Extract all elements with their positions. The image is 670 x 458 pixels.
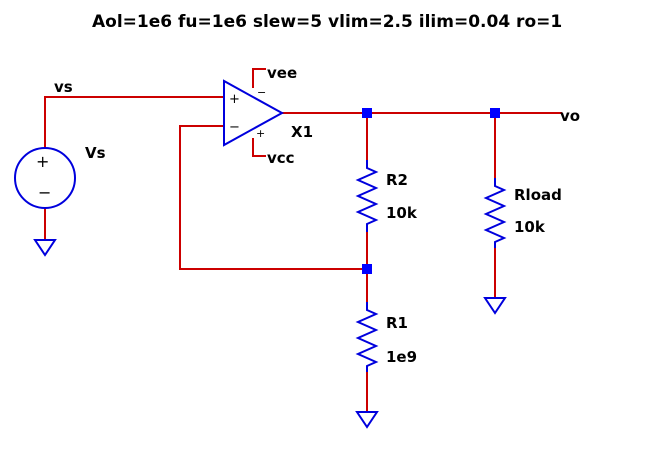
resistor-r2-name: R2 — [386, 171, 408, 189]
wires — [44, 68, 562, 412]
voltage-source-circle — [14, 147, 76, 209]
source-plus-sign: + — [36, 152, 49, 171]
resistor-r2[interactable]: R2 10k — [355, 160, 418, 232]
ground-rload — [483, 297, 507, 315]
opamp-triangle — [223, 79, 285, 147]
ground-icon — [483, 297, 507, 315]
resistor-rload-value: 10k — [514, 218, 546, 236]
resistor-r1[interactable]: R1 1e9 — [355, 302, 417, 372]
junction-load-node[interactable] — [490, 108, 500, 118]
ground-icon — [355, 411, 379, 429]
opamp-plus-input-sign: + — [229, 92, 240, 107]
resistor-r1-value: 1e9 — [386, 348, 417, 366]
wire-vcc[interactable] — [252, 138, 266, 157]
opamp-supply-minus-sign: − — [257, 86, 266, 99]
resistor-zigzag — [355, 302, 379, 372]
voltage-source-vs[interactable]: + − Vs — [14, 144, 106, 209]
net-label-vee[interactable]: vee — [267, 64, 297, 82]
opamp-name-label: X1 — [291, 123, 313, 141]
resistor-r1-name: R1 — [386, 314, 408, 332]
wire-vs[interactable] — [44, 96, 224, 148]
opamp-minus-input-sign: − — [229, 120, 240, 135]
resistor-r2-value: 10k — [386, 204, 418, 222]
ground-icon — [33, 239, 57, 257]
ground-source — [33, 239, 57, 257]
opamp-x1[interactable]: + − − + X1 — [223, 79, 313, 147]
resistor-rload-name: Rload — [514, 186, 562, 204]
resistor-zigzag — [355, 160, 379, 232]
net-label-vo[interactable]: vo — [560, 107, 580, 125]
ground-r1 — [355, 411, 379, 429]
resistor-zigzag — [483, 178, 507, 248]
wire-feedback[interactable] — [179, 125, 367, 270]
junction-output-node[interactable] — [362, 108, 372, 118]
source-minus-sign: − — [38, 183, 51, 202]
wire-vee[interactable] — [252, 68, 266, 88]
junction-feedback-node[interactable] — [362, 264, 372, 274]
resistor-rload[interactable]: Rload 10k — [483, 178, 562, 248]
spice-directive[interactable]: Aol=1e6 fu=1e6 slew=5 vlim=2.5 ilim=0.04… — [92, 12, 562, 32]
opamp-supply-plus-sign: + — [256, 127, 265, 140]
net-label-vcc[interactable]: vcc — [267, 149, 295, 167]
source-name-label: Vs — [85, 144, 106, 162]
net-label-vs[interactable]: vs — [54, 78, 73, 96]
